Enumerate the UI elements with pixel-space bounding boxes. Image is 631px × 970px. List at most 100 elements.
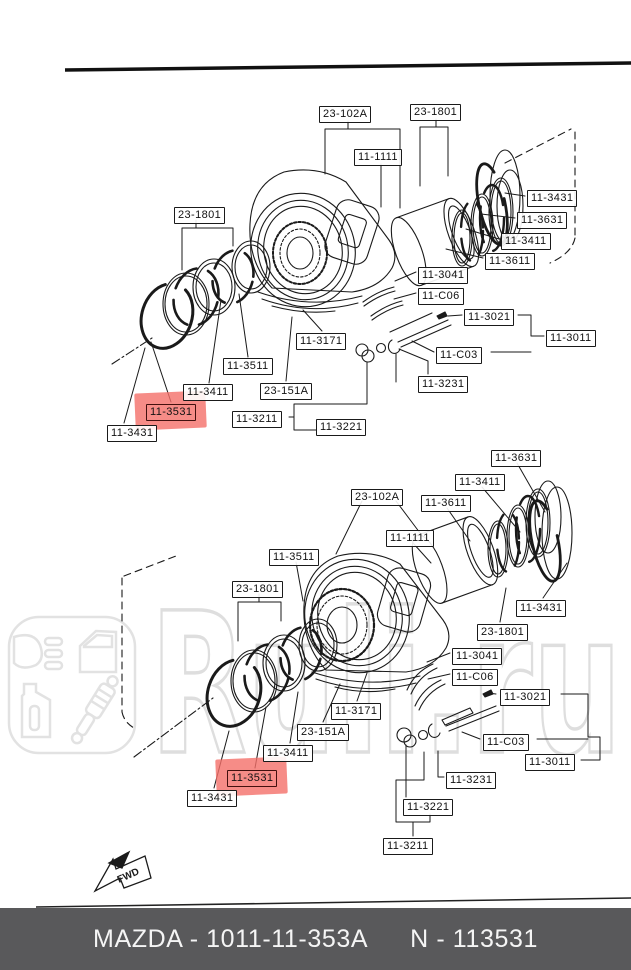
part-label-23-1801-bottom: 23-1801: [477, 622, 529, 641]
part-code-box[interactable]: 11-3431: [516, 600, 567, 617]
part-code-box[interactable]: 11-3021: [464, 309, 515, 326]
part-label-23-1801-bottom: 23-1801: [232, 579, 284, 598]
part-label-11-3221-top: 11-3221: [316, 417, 367, 436]
part-label-11-3431-bottom: 11-3431: [187, 788, 238, 807]
part-code-box[interactable]: 11-3171: [296, 333, 347, 350]
footer-brand-part-code: MAZDA - 1011-11-353A: [93, 924, 369, 953]
part-label-11-3531-top: 11-3531: [134, 390, 208, 431]
top-rule: [64, 61, 631, 72]
part-label-11-3211-bottom: 11-3211: [383, 836, 433, 855]
part-label-23-102A-top: 23-102A: [319, 104, 372, 123]
part-code-box[interactable]: 11-3411: [501, 233, 551, 250]
part-code-box[interactable]: 11-3221: [403, 799, 454, 816]
part-label-11-3411-top: 11-3411: [183, 382, 233, 401]
part-label-11-3411-bottom: 11-3411: [455, 472, 505, 491]
part-label-11-3211-top: 11-3211: [232, 409, 282, 428]
part-label-11-3221-bottom: 11-3221: [403, 797, 454, 816]
part-label-11-3041-top: 11-3041: [418, 265, 469, 284]
part-label-23-1801-top: 23-1801: [410, 102, 462, 121]
part-label-11-C03-top: 11-C03: [436, 345, 482, 364]
watermark-icon-square: [7, 615, 137, 755]
part-code-box[interactable]: 11-3631: [491, 450, 542, 467]
part-label-11-3021-top: 11-3021: [464, 307, 515, 326]
part-code-box[interactable]: 11-3411: [455, 474, 505, 491]
part-code-box[interactable]: 23-102A: [351, 489, 404, 506]
part-code-box[interactable]: 11-3511: [269, 549, 319, 566]
part-code-box[interactable]: 23-1801: [174, 207, 226, 224]
part-code-box[interactable]: 11-3011: [546, 330, 596, 347]
part-code-box[interactable]: 11-1111: [354, 149, 402, 166]
part-code-box[interactable]: 11-3231: [418, 376, 469, 393]
part-code-box[interactable]: 11-3411: [263, 745, 313, 762]
part-code-box[interactable]: 23-102A: [319, 106, 372, 123]
part-label-11-3511-bottom: 11-3511: [269, 547, 319, 566]
part-code-box[interactable]: 23-151A: [297, 724, 350, 741]
part-label-11-3611-top: 11-3611: [485, 251, 535, 270]
part-code-box[interactable]: 11-1111: [386, 530, 434, 547]
car-door-icon: [78, 629, 118, 674]
part-label-11-3631-top: 11-3631: [517, 210, 568, 229]
part-code-box[interactable]: 11-3611: [421, 495, 471, 512]
part-code-box[interactable]: 11-3221: [316, 419, 367, 436]
part-label-11-3021-bottom: 11-3021: [500, 687, 551, 706]
part-label-11-3431-bottom: 11-3431: [516, 598, 567, 617]
part-code-box[interactable]: 11-3531: [146, 404, 197, 421]
part-code-box[interactable]: 11-3171: [331, 703, 382, 720]
part-code-box[interactable]: 23-1801: [232, 581, 284, 598]
part-label-11-3431-top: 11-3431: [107, 423, 158, 442]
part-code-box[interactable]: 11-3431: [187, 790, 238, 807]
part-code-box[interactable]: 11-C03: [483, 734, 529, 751]
part-code-box[interactable]: 11-3611: [485, 253, 535, 270]
part-label-11-1111-top: 11-1111: [354, 147, 402, 166]
part-code-box[interactable]: 23-151A: [260, 383, 313, 400]
part-label-11-3631-bottom: 11-3631: [491, 448, 542, 467]
part-code-box[interactable]: 11-3431: [107, 425, 158, 442]
part-label-11-3171-bottom: 11-3171: [331, 701, 382, 720]
part-label-11-3531-bottom: 11-3531: [215, 756, 289, 797]
top-exploded-drawing: [111, 118, 576, 431]
part-label-11-C03-bottom: 11-C03: [483, 732, 529, 751]
part-code-box[interactable]: 11-3531: [227, 770, 278, 787]
part-label-23-102A-bottom: 23-102A: [351, 487, 404, 506]
part-code-box[interactable]: 11-3211: [232, 411, 282, 428]
part-code-box[interactable]: 11-3041: [418, 267, 469, 284]
part-label-11-3411-bottom: 11-3411: [263, 743, 313, 762]
part-label-11-3231-top: 11-3231: [418, 374, 469, 393]
part-label-11-3011-bottom: 11-3011: [525, 752, 575, 771]
oil-canister-icon: [20, 682, 52, 739]
part-code-box[interactable]: 11-3411: [183, 384, 233, 401]
part-code-box[interactable]: 11-3511: [223, 358, 273, 375]
part-code-box[interactable]: 11-3431: [527, 190, 578, 207]
part-code-box[interactable]: 11-3231: [446, 772, 497, 789]
part-label-11-1111-bottom: 11-1111: [386, 528, 434, 547]
footer-bar: MAZDA - 1011-11-353A N - 113531: [0, 908, 631, 970]
part-code-box[interactable]: 23-1801: [410, 104, 462, 121]
part-label-11-3431-top: 11-3431: [527, 188, 578, 207]
footer-number: N - 113531: [410, 924, 538, 953]
part-label-11-3041-bottom: 11-3041: [452, 646, 503, 665]
part-code-box[interactable]: 11-C06: [452, 669, 498, 686]
headlight-icon: [12, 634, 64, 671]
part-code-box[interactable]: 11-3631: [517, 212, 568, 229]
part-code-box[interactable]: 11-C06: [418, 288, 464, 305]
bottom-leader-lines: [213, 462, 601, 837]
part-code-box[interactable]: 11-3041: [452, 648, 503, 665]
part-code-box[interactable]: 11-3011: [525, 754, 575, 771]
bottom-rule: [35, 897, 631, 908]
part-code-box[interactable]: 23-1801: [477, 624, 529, 641]
shock-absorber-icon: [70, 675, 119, 745]
fwd-arrow: FWD: [93, 850, 152, 893]
part-label-11-3611-bottom: 11-3611: [421, 493, 471, 512]
part-label-11-3511-top: 11-3511: [223, 356, 273, 375]
part-code-box[interactable]: 11-C03: [436, 347, 482, 364]
part-code-box[interactable]: 11-3021: [500, 689, 551, 706]
part-label-11-3011-top: 11-3011: [546, 328, 596, 347]
part-label-11-3231-bottom: 11-3231: [446, 770, 497, 789]
part-label-11-C06-top: 11-C06: [418, 286, 464, 305]
part-code-box[interactable]: 11-3211: [383, 838, 433, 855]
bottom-exploded-drawing: [121, 462, 601, 837]
part-label-11-3171-top: 11-3171: [296, 331, 347, 350]
part-label-23-1801-top: 23-1801: [174, 205, 226, 224]
part-label-11-3411-top: 11-3411: [501, 231, 551, 250]
